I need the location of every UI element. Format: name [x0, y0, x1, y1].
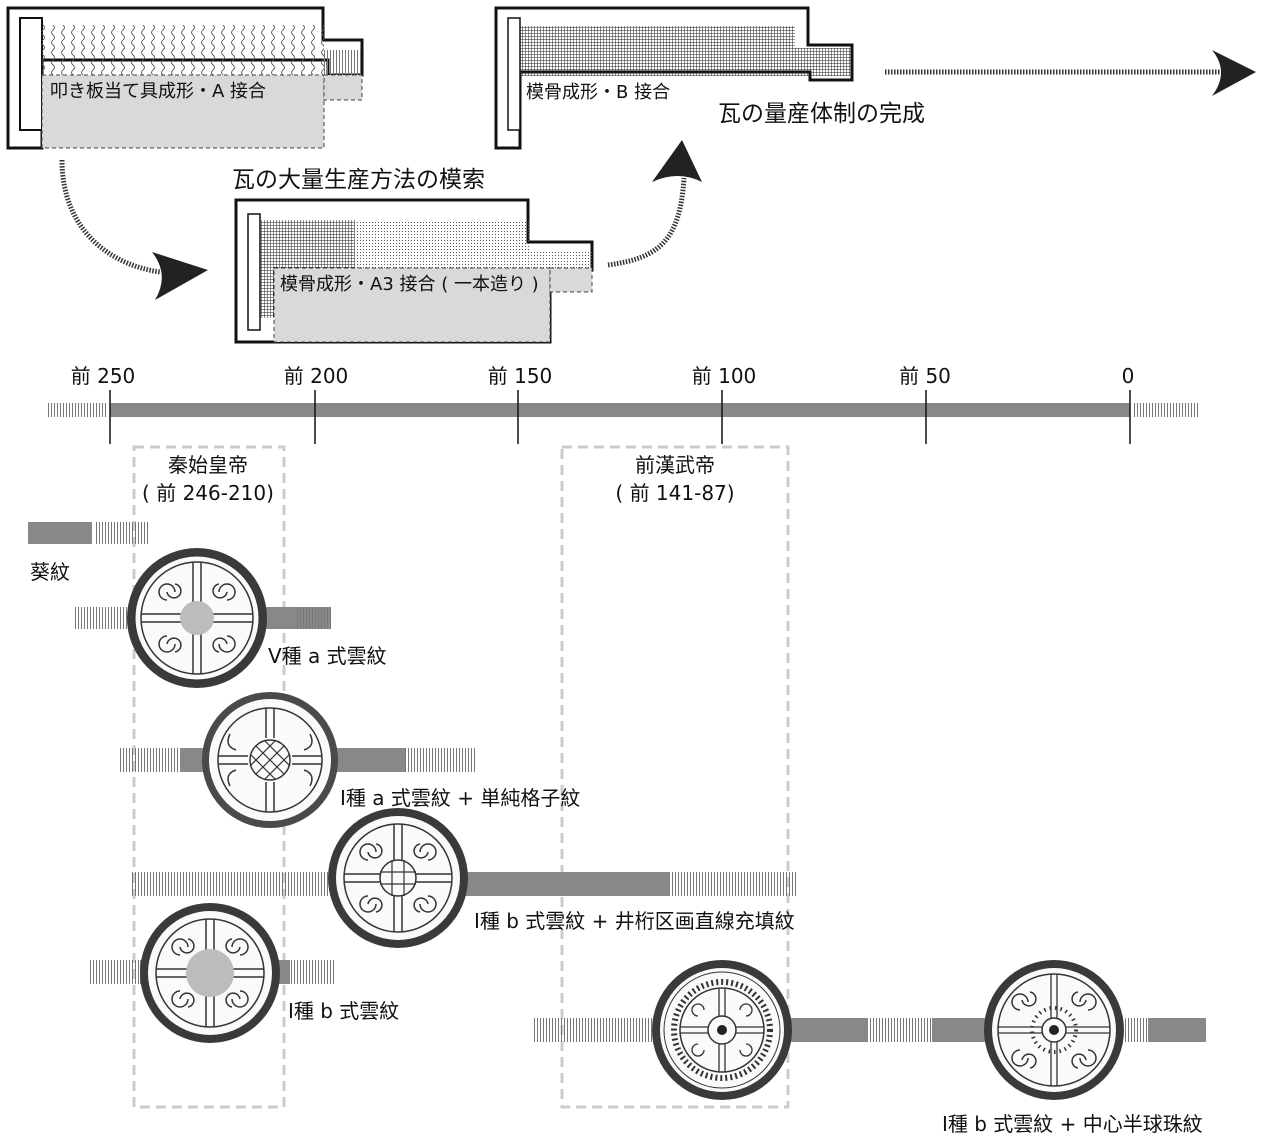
roof-tile-disc-i-b-boss-1 [652, 960, 792, 1100]
tile-profile-b [494, 6, 854, 150]
a3-joint-label: 模骨成形・A3 接合 ( 一本造り ) [280, 274, 539, 295]
roof-tile-disc-v-a [127, 548, 267, 688]
roof-tile-disc-i-a [202, 692, 338, 828]
era-box-wudi [560, 445, 790, 1109]
roof-tile-disc-i-b-boss-2 [984, 960, 1124, 1100]
timeline-fade-right [1132, 403, 1198, 417]
timeline-fade-left [46, 403, 108, 417]
b-joint-label: 模骨成形・B 接合 [526, 82, 670, 103]
roof-tile-disc-i-b-grid [328, 808, 468, 948]
curved-arrow-down [59, 159, 208, 300]
tick-label: 前 100 [692, 364, 757, 388]
tick-label: 0 [1122, 364, 1135, 388]
a-joint-label: 叩き板当て具成形・A 接合 [50, 81, 266, 102]
motif-label: Ⅴ種 a 式雲紋 [268, 644, 387, 668]
era-dates: ( 前 246-210) [142, 481, 274, 505]
timeline-bar [110, 403, 1130, 417]
mass-production-arrow [885, 50, 1256, 96]
motif-label: 葵紋 [30, 560, 70, 584]
tick-label: 前 200 [284, 364, 349, 388]
tile-profile-a3 [234, 198, 594, 344]
era-dates: ( 前 141-87) [615, 481, 734, 505]
era-name: 秦始皇帝 [168, 453, 248, 477]
motif-label: Ⅰ種 b 式雲紋 [288, 999, 399, 1023]
mass-production-label: 瓦の量産体制の完成 [718, 101, 925, 127]
timeline [46, 403, 1198, 417]
tile-profile-a [6, 6, 364, 150]
timeline-tick-labels: 前 250 前 200 前 150 前 100 前 50 0 [71, 364, 1135, 388]
motif-label: Ⅰ種 a 式雲紋 + 単純格子紋 [340, 786, 580, 810]
era-name: 前漢武帝 [635, 453, 715, 477]
timeline-ticks [109, 390, 1131, 444]
motif-label: Ⅰ種 b 式雲紋 + 井桁区画直線充填紋 [474, 909, 795, 933]
search-label: 瓦の大量生産方法の模索 [232, 167, 485, 193]
tick-label: 前 250 [71, 364, 136, 388]
tick-label: 前 150 [488, 364, 553, 388]
tick-label: 前 50 [899, 364, 951, 388]
roof-tile-disc-i-b [140, 903, 280, 1043]
curved-arrow-up [607, 140, 702, 268]
motif-label: Ⅰ種 b 式雲紋 + 中心半球珠紋 [942, 1112, 1203, 1136]
